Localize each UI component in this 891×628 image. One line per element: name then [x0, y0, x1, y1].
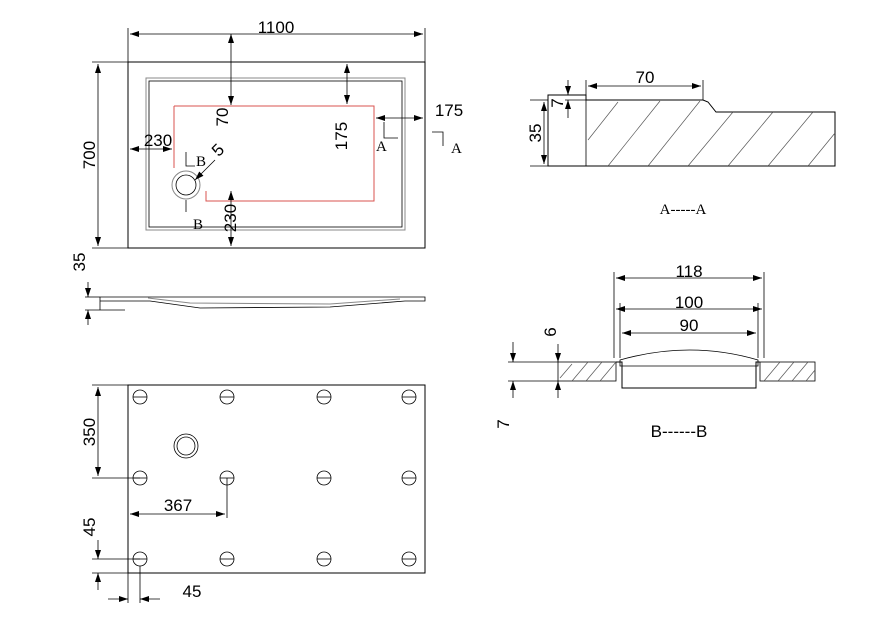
- dim-support-vertical: 350: [80, 418, 99, 446]
- dim-edge-left: 230: [144, 131, 172, 150]
- dim-drain-radius-line: [194, 159, 216, 181]
- underside-view: 350 367 45 45: [80, 384, 426, 603]
- tray-outline: [127, 61, 426, 249]
- support-foot: [401, 551, 417, 567]
- dim-outer: 118: [675, 262, 702, 281]
- section-b-top-label: B: [196, 154, 206, 170]
- tray-inner-basin: [145, 77, 406, 231]
- plan-view: 1100 700 70 230 230 175 175 5 A A B B: [80, 18, 463, 249]
- dim-lip-width: 70: [636, 68, 655, 87]
- section-a-mark-left: [383, 122, 398, 139]
- section-a-right-label: A: [451, 141, 462, 157]
- section-a-view: 70 7 35 A-----A: [526, 68, 836, 218]
- underside-drain: [173, 433, 199, 459]
- dim-thickness: 35: [526, 124, 545, 143]
- dim-edge-top: 70: [213, 108, 232, 127]
- section-b-hatching: [559, 361, 816, 382]
- side-profile: [100, 296, 426, 309]
- dim-drain-horizontal: 175: [435, 101, 463, 120]
- support-foot: [401, 389, 417, 405]
- drain-inner: [175, 174, 197, 196]
- section-b-drain-body: [616, 361, 760, 389]
- dim-depth: 6: [541, 327, 560, 336]
- support-foot: [401, 470, 417, 486]
- side-view: 35: [70, 253, 426, 325]
- dim-length: 1100: [258, 18, 295, 37]
- dim-inner: 90: [680, 316, 699, 335]
- section-a-left-label: A: [376, 139, 387, 155]
- dim-flange: 7: [494, 419, 513, 428]
- section-a-hatching: [587, 100, 836, 167]
- dim-lip-height: 7: [548, 98, 567, 107]
- dim-drain-horizontal: 367: [164, 496, 192, 515]
- section-a-mark-right: [432, 131, 444, 146]
- section-b-label: B------B: [651, 422, 708, 441]
- dim-edge-horizontal: 45: [183, 582, 202, 601]
- dim-drain-vertical: 175: [332, 122, 351, 150]
- dim-width: 700: [80, 141, 99, 169]
- dim-drain-radius: 5: [208, 140, 228, 160]
- underside-outline: [127, 384, 426, 574]
- support-foot: [219, 389, 235, 405]
- section-a-label: A-----A: [660, 202, 707, 218]
- section-b-drain-cap: [619, 349, 759, 367]
- dim-edge-vertical: 45: [80, 518, 99, 537]
- support-feet: [132, 389, 417, 567]
- section-b-flange-right: [759, 361, 816, 382]
- support-foot: [316, 551, 332, 567]
- drain-zone-outline: [174, 105, 375, 202]
- section-a-profile: [547, 94, 836, 167]
- dim-middle: 100: [675, 293, 703, 312]
- section-b-view: 118 100 90 6 7 B------B: [494, 262, 816, 441]
- drain-outer: [171, 170, 201, 200]
- section-b-bottom-label: B: [193, 217, 203, 233]
- support-foot: [316, 389, 332, 405]
- support-foot: [219, 551, 235, 567]
- section-b-mark-top: [185, 152, 195, 167]
- dim-edge-bottom: 230: [221, 204, 240, 232]
- tray-inner-basin-2: [148, 80, 403, 228]
- support-foot: [132, 389, 148, 405]
- section-b-flange-left: [557, 361, 617, 382]
- support-foot: [316, 470, 332, 486]
- dim-side-height: 35: [70, 253, 89, 272]
